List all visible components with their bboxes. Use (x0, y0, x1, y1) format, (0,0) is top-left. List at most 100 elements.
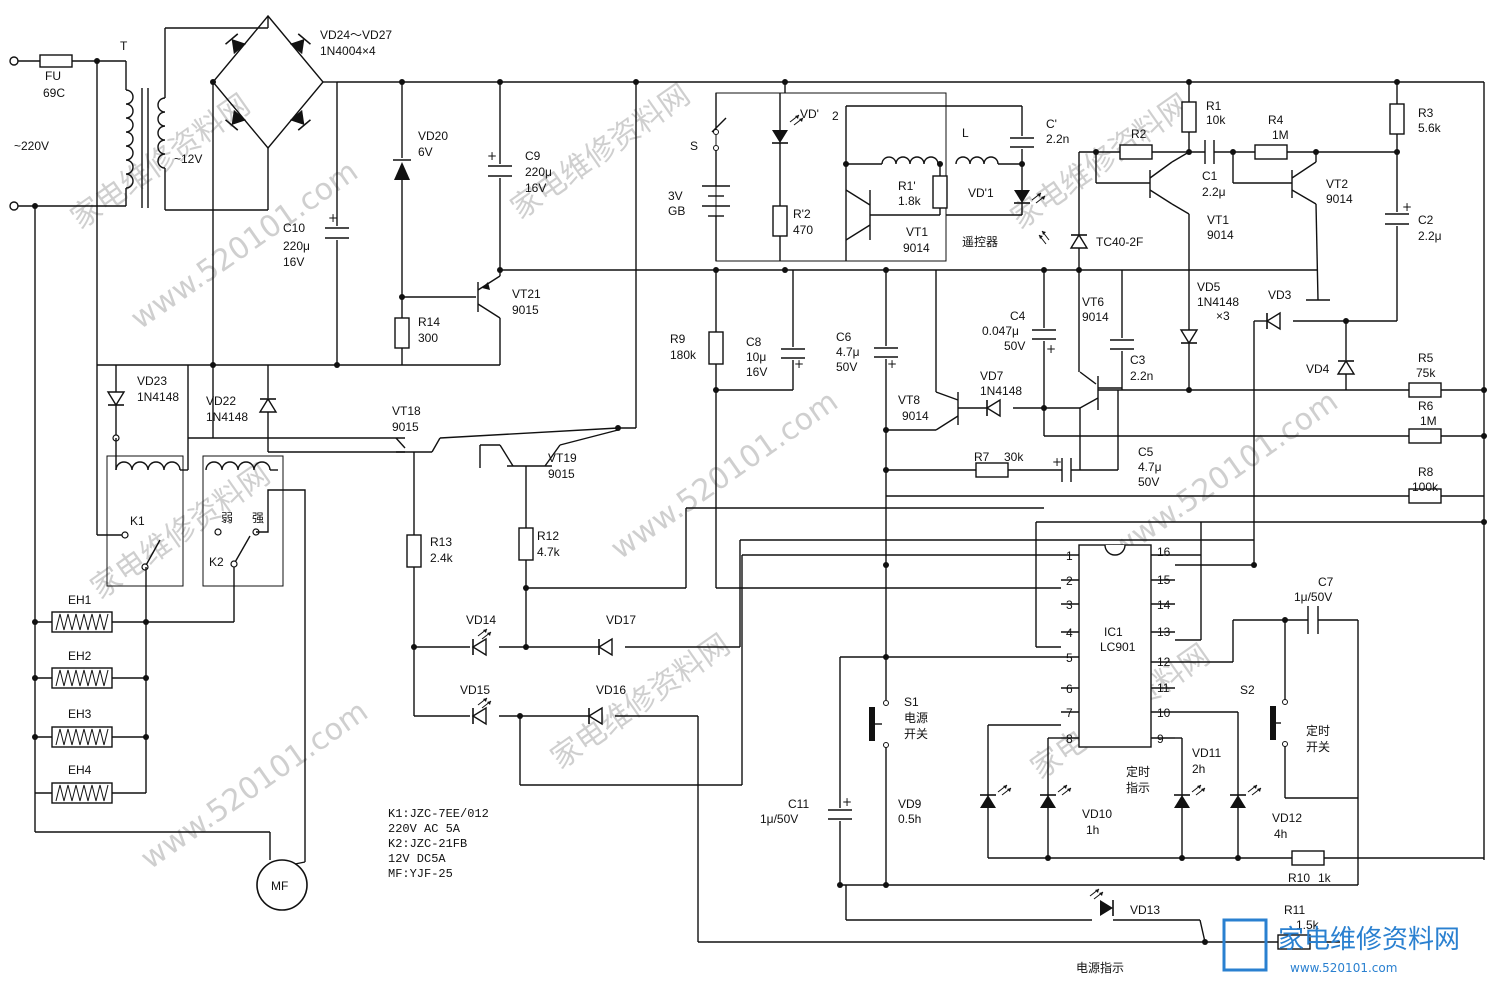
svg-text:VT1: VT1 (1207, 213, 1229, 227)
resistor-r13: R13 2.4k (406, 534, 454, 716)
svg-text:TC40-2F: TC40-2F (1096, 235, 1143, 249)
svg-text:VD16: VD16 (596, 683, 626, 697)
relay-section: VD23 1N4148 VD22 1N4148 K1 弱 强 K2 (96, 61, 405, 862)
svg-text:10k: 10k (1206, 113, 1226, 127)
svg-text:4h: 4h (1274, 827, 1287, 841)
transistor-vt19: VT19 9015 (479, 82, 637, 528)
transistor-vt21: VT21 9015 (402, 270, 541, 365)
svg-text:K1:JZC-7EE/012: K1:JZC-7EE/012 (388, 807, 489, 821)
svg-text:2: 2 (832, 109, 839, 123)
svg-text:VD12: VD12 (1272, 811, 1302, 825)
svg-text:2.2n: 2.2n (1130, 369, 1153, 383)
svg-text:L: L (962, 126, 969, 140)
secondary-label: ~12V (174, 152, 202, 166)
svg-text:4.7μ: 4.7μ (836, 345, 860, 359)
svg-text:100k: 100k (1412, 480, 1439, 494)
svg-text:9014: 9014 (1326, 192, 1353, 206)
fuse (39, 54, 73, 68)
svg-text:3: 3 (1066, 598, 1073, 612)
switch-s2[interactable]: S2 定时 开关 (1240, 620, 1358, 799)
capacitor-c6: + C6 4.7μ 50V (836, 270, 898, 700)
watermark-logo: 家电维修资料网 www.520101.com (1222, 918, 1460, 975)
svg-text:10μ: 10μ (746, 350, 766, 364)
svg-text:+: + (794, 357, 804, 371)
svg-text:VD15: VD15 (460, 683, 490, 697)
svg-text:C10: C10 (283, 221, 305, 235)
svg-text:2.2n: 2.2n (1046, 132, 1069, 146)
svg-text:1M: 1M (1272, 128, 1289, 142)
svg-text:1N4148: 1N4148 (206, 410, 248, 424)
svg-text:VD23: VD23 (137, 374, 167, 388)
svg-text:1h: 1h (1086, 823, 1099, 837)
svg-text:MF: MF (271, 879, 288, 893)
svg-text:300: 300 (418, 331, 438, 345)
svg-text:50V: 50V (836, 360, 857, 374)
transformer-label: T (120, 39, 128, 53)
svg-text:www.520101.com: www.520101.com (605, 384, 845, 567)
svg-text:R1': R1' (898, 179, 916, 193)
svg-text:13: 13 (1157, 625, 1171, 639)
svg-text:R3: R3 (1418, 106, 1434, 120)
svg-text:VT18: VT18 (392, 404, 421, 418)
svg-text:×3: ×3 (1216, 309, 1230, 323)
svg-text:30k: 30k (1004, 450, 1024, 464)
svg-text:+: + (887, 357, 897, 371)
svg-text:家电维修资料网: 家电维修资料网 (545, 627, 737, 776)
svg-text:R1: R1 (1206, 99, 1222, 113)
svg-text:GB: GB (668, 204, 685, 218)
svg-text:遥控器: 遥控器 (962, 235, 998, 249)
svg-text:EH2: EH2 (68, 649, 92, 663)
svg-text:12V DC5A: 12V DC5A (388, 852, 446, 866)
svg-text:VT1: VT1 (906, 225, 928, 239)
svg-text:S: S (690, 139, 698, 153)
svg-text:2.4k: 2.4k (430, 551, 454, 565)
svg-text:弱: 弱 (221, 511, 233, 525)
svg-text:5.6k: 5.6k (1418, 121, 1442, 135)
fan-motor-mf: MF (35, 831, 308, 911)
svg-text:K2:JZC-21FB: K2:JZC-21FB (388, 837, 467, 851)
svg-text:MF:YJF-25: MF:YJF-25 (388, 867, 453, 881)
svg-text:VD5: VD5 (1197, 280, 1221, 294)
svg-text:9015: 9015 (392, 420, 419, 434)
svg-text:强: 强 (252, 511, 264, 525)
svg-text:+: + (1046, 342, 1056, 356)
svg-text:R7: R7 (974, 450, 990, 464)
svg-text:5: 5 (1066, 651, 1073, 665)
svg-text:VD10: VD10 (1082, 807, 1112, 821)
svg-text:开关: 开关 (904, 727, 928, 741)
diodes-vd3-vd5: VD5 1N4148 ×3 VD3 VD4 (1180, 280, 1397, 565)
svg-text:VD20: VD20 (418, 129, 448, 143)
bridge-value: 1N4004×4 (320, 44, 376, 58)
svg-text:1μ/50V: 1μ/50V (760, 812, 798, 826)
svg-text:1M: 1M (1420, 414, 1437, 428)
svg-text:VD22: VD22 (206, 394, 236, 408)
svg-text:14: 14 (1157, 598, 1171, 612)
resistor-r9: R9 180k (670, 270, 1061, 589)
capacitor-c9: + C9 220μ 16V (487, 82, 552, 270)
svg-text:1N4148: 1N4148 (1197, 295, 1239, 309)
power-indicator: VD13 R11 1.5k 电源指示 (845, 885, 1340, 975)
svg-text:定时: 定时 (1306, 723, 1330, 738)
svg-text:9015: 9015 (548, 467, 575, 481)
svg-text:R10: R10 (1288, 871, 1310, 885)
svg-text:C5: C5 (1138, 445, 1154, 459)
svg-text:6: 6 (1066, 682, 1073, 696)
transformer: T ~12V (120, 28, 202, 210)
svg-text:470: 470 (793, 223, 813, 237)
ac-input: FU 69C ~220V (9, 54, 126, 211)
resistor-r12: R12 4.7k (518, 507, 1044, 650)
svg-text:C3: C3 (1130, 353, 1146, 367)
svg-text:指示: 指示 (1126, 780, 1150, 795)
switch-s1[interactable]: S1 电源 开关 (869, 695, 928, 885)
svg-text:1k: 1k (1318, 871, 1332, 885)
fuse-label: FU (45, 69, 61, 83)
svg-text:C': C' (1046, 117, 1057, 131)
svg-text:电源指示: 电源指示 (1076, 960, 1124, 975)
svg-text:www.520101.com: www.520101.com (1290, 961, 1397, 975)
svg-text:EH4: EH4 (68, 763, 92, 777)
svg-text:R8: R8 (1418, 465, 1434, 479)
svg-text:电源: 电源 (904, 711, 928, 725)
svg-text:家电维修资料网: 家电维修资料网 (85, 457, 277, 606)
svg-text:S2: S2 (1240, 683, 1255, 697)
